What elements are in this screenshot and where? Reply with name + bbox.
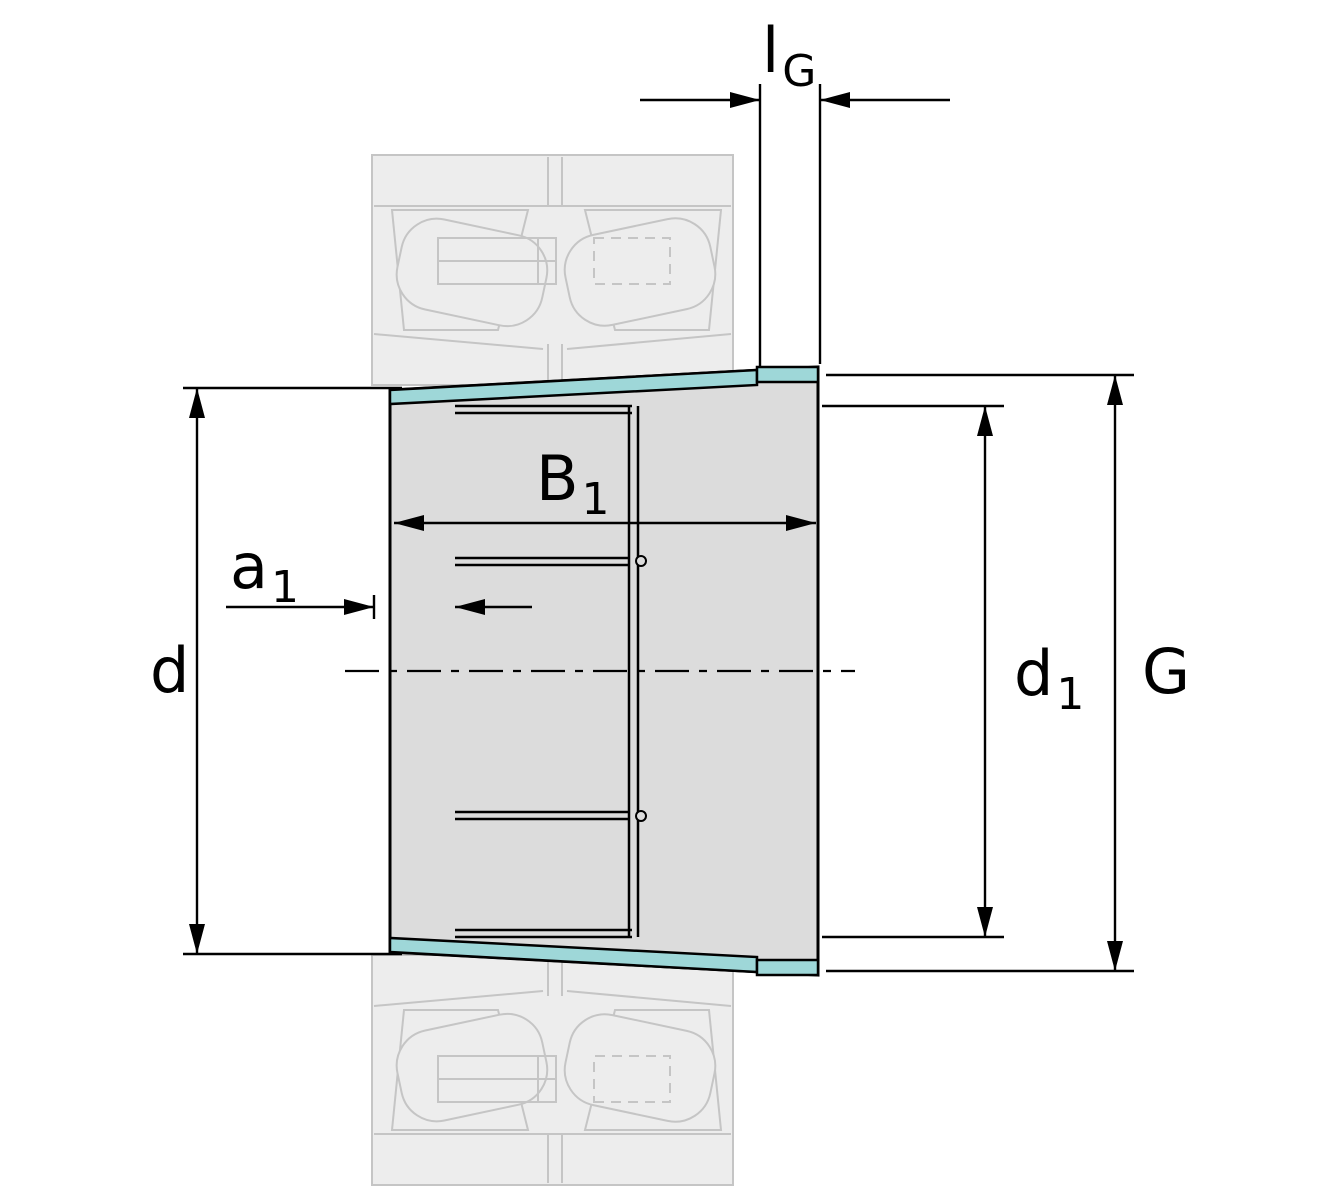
dimension-B1: B1 bbox=[394, 442, 816, 531]
sleeve-taper-bottom bbox=[388, 936, 759, 974]
dim-label-a1: a1 bbox=[230, 530, 299, 613]
cage-pocket-dashed bbox=[593, 237, 671, 285]
inner-ring-raceway-right bbox=[566, 333, 732, 350]
roller-left bbox=[395, 217, 549, 328]
ghost-bearing-bottom bbox=[371, 954, 734, 1186]
arrowhead bbox=[820, 92, 850, 108]
dimension-lG: lG bbox=[640, 14, 950, 366]
arrowhead bbox=[786, 515, 816, 531]
inner-ring-raceway-left bbox=[373, 333, 544, 350]
dimension-G: G bbox=[826, 373, 1190, 973]
dim-label-B1: B1 bbox=[536, 442, 610, 525]
sleeve-thread-tab-top bbox=[755, 365, 820, 384]
arrowhead bbox=[455, 599, 485, 615]
arrowhead bbox=[730, 92, 760, 108]
arrowhead bbox=[344, 599, 374, 615]
sleeve-taper-top bbox=[388, 368, 759, 406]
dim-label-G: G bbox=[1142, 635, 1190, 708]
ghost-bearing-top bbox=[371, 154, 734, 386]
dim-label-d1: d1 bbox=[1014, 637, 1084, 720]
sleeve-thread-tab-bottom bbox=[755, 958, 820, 977]
arrowhead bbox=[1107, 941, 1123, 971]
roller-right bbox=[563, 217, 717, 327]
arrowhead bbox=[394, 515, 424, 531]
arrowhead bbox=[977, 406, 993, 436]
slit-relief-hole-upper bbox=[635, 555, 647, 567]
slit-relief-hole-lower bbox=[635, 810, 647, 822]
dimension-d1: d1 bbox=[822, 404, 1084, 939]
dim-label-lG: lG bbox=[762, 14, 816, 97]
dim-label-d: d bbox=[150, 634, 189, 707]
arrowhead bbox=[189, 388, 205, 418]
dimension-a1: a1 bbox=[226, 530, 532, 619]
arrowhead bbox=[977, 907, 993, 937]
arrowhead bbox=[1107, 375, 1123, 405]
dimension-d: d bbox=[150, 386, 402, 956]
arrowhead bbox=[189, 924, 205, 954]
